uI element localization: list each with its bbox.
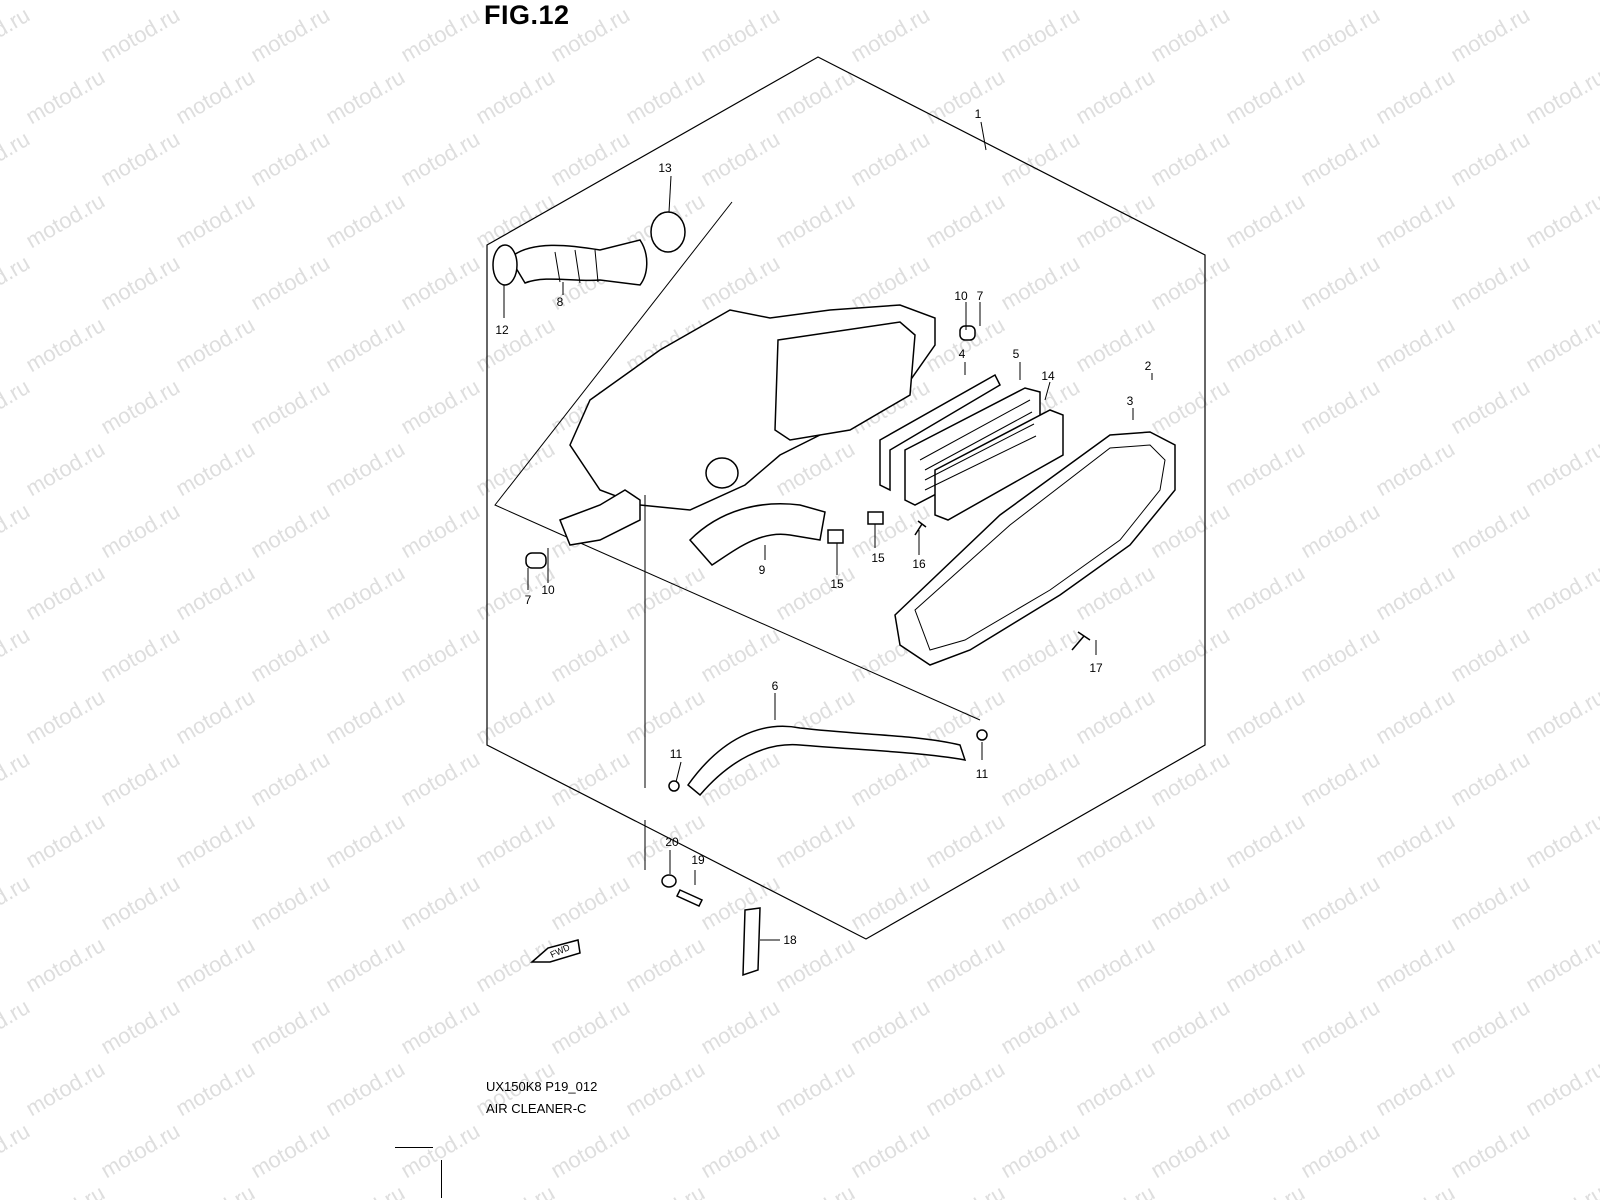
frame-bracket	[494, 201, 981, 721]
section-name: AIR CLEANER-C	[486, 1101, 587, 1116]
air-cleaner-case	[559, 304, 936, 546]
callout-3: 3	[1127, 394, 1134, 408]
crop-mark-v	[441, 1160, 442, 1198]
callout-6: 6	[772, 679, 779, 693]
callout-9: 9	[759, 563, 766, 577]
callout-19: 19	[691, 853, 705, 867]
washer-20	[661, 874, 677, 888]
callout-15: 15	[871, 551, 885, 565]
cushion-15-b	[867, 511, 884, 525]
callout-8: 8	[557, 295, 564, 309]
screw-16	[914, 520, 927, 536]
plug-7-upper	[959, 325, 976, 341]
callout-14: 14	[1041, 369, 1055, 383]
figure-title: FIG.12	[484, 0, 570, 30]
duct-clamp	[492, 244, 518, 286]
callout-16: 16	[912, 557, 926, 571]
o-ring	[650, 211, 686, 253]
breather-hose	[686, 725, 967, 797]
callout-7: 7	[977, 289, 984, 303]
plug-7	[525, 552, 547, 569]
callout-10: 10	[954, 289, 968, 303]
callout-12: 12	[495, 323, 509, 337]
fwd-arrow-icon: FWD	[530, 939, 581, 963]
clip-11-a	[668, 780, 680, 792]
model-code: UX150K8 P19_012	[486, 1079, 598, 1094]
callout-17: 17	[1089, 661, 1103, 675]
assembly-frame	[486, 56, 1206, 940]
callout-2: 2	[1145, 359, 1152, 373]
bracket-18	[742, 907, 761, 977]
callout-5: 5	[1013, 347, 1020, 361]
callout-15: 15	[830, 577, 844, 591]
cushion-15-a	[827, 529, 844, 544]
bolt-19	[675, 889, 704, 907]
crop-mark-h	[395, 1147, 433, 1148]
filter-element	[879, 373, 1064, 521]
callout-18: 18	[783, 933, 797, 947]
callout-7: 7	[525, 593, 532, 607]
callout-13: 13	[658, 161, 672, 175]
callout-4: 4	[959, 347, 966, 361]
callout-10: 10	[541, 583, 555, 597]
clip-11-b	[976, 729, 988, 741]
callout-11: 11	[976, 767, 989, 781]
intake-duct	[509, 239, 648, 286]
leader-lines	[503, 121, 1153, 941]
screw-17	[1071, 631, 1091, 651]
callout-20: 20	[665, 835, 679, 849]
drain-tube	[688, 503, 826, 566]
callout-11: 11	[670, 747, 683, 761]
cleaner-cover	[894, 431, 1176, 666]
callout-1: 1	[975, 107, 982, 121]
